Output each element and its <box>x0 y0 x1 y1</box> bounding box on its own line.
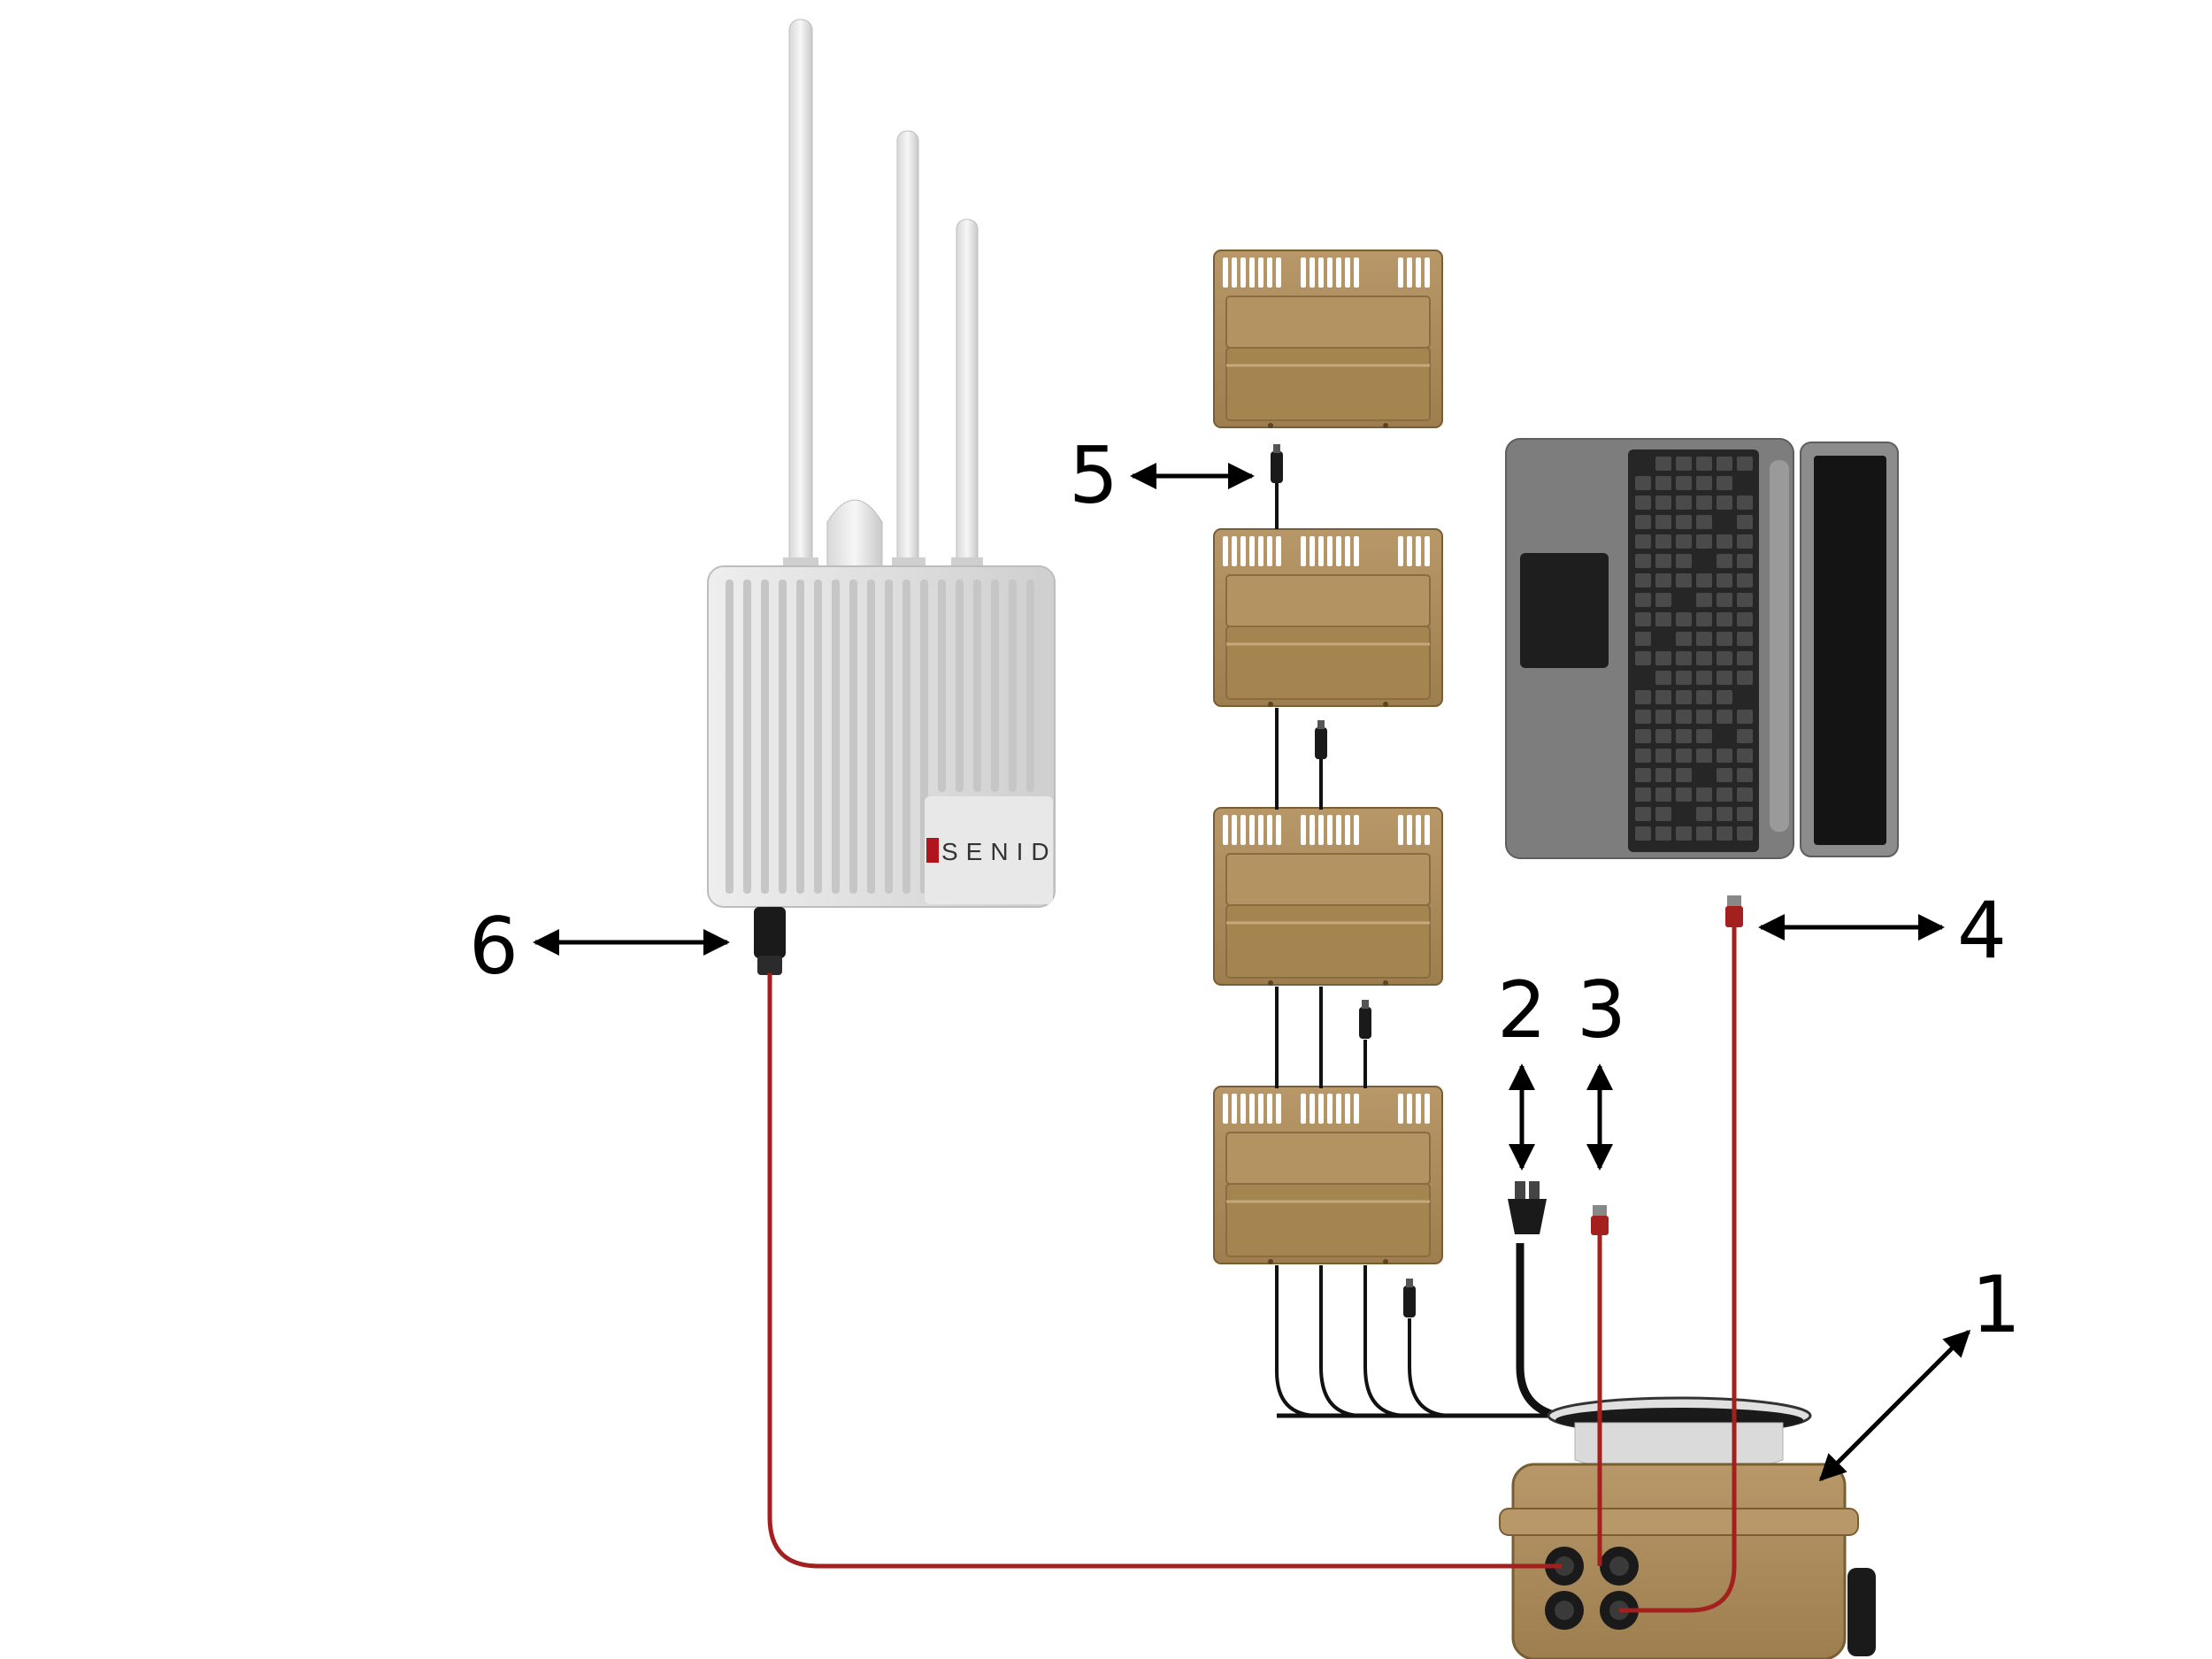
callout-label-6: 6 <box>469 901 518 992</box>
cable-connectors <box>1271 444 1416 1317</box>
sensor-node-2 <box>1213 528 1443 707</box>
power-plug <box>1508 1181 1547 1234</box>
brand-text: SENID <box>941 838 1057 865</box>
antenna-gateway-icon <box>783 19 983 572</box>
gateway-unit: SENID <box>707 19 1057 975</box>
sensor-node-3 <box>1213 807 1443 986</box>
sensor-node-stack <box>1213 250 1443 1264</box>
laptop-icon <box>1505 438 1899 859</box>
callout-label-2: 2 <box>1497 964 1547 1056</box>
sensor-node-4 <box>1213 1086 1443 1264</box>
callout-label-3: 3 <box>1577 964 1626 1056</box>
ethernet-plugs <box>1591 895 1743 1235</box>
controller-box-icon <box>1499 1396 1876 1659</box>
callout-label-5: 5 <box>1069 430 1118 521</box>
cable-glands <box>1545 1547 1639 1630</box>
sensor-node-1 <box>1213 250 1443 428</box>
connector-plug-3 <box>1359 1007 1371 1039</box>
callout-arrows <box>533 463 1971 1482</box>
connector-plug-1 <box>1271 451 1283 483</box>
connector-plug-4 <box>1403 1286 1416 1317</box>
red-cables <box>767 920 1737 1613</box>
callout-label-1: 1 <box>1971 1259 2021 1350</box>
connector-plug-2 <box>1315 727 1327 759</box>
callout-label-4: 4 <box>1957 885 2007 976</box>
senid-logo: SENID <box>926 838 1057 865</box>
